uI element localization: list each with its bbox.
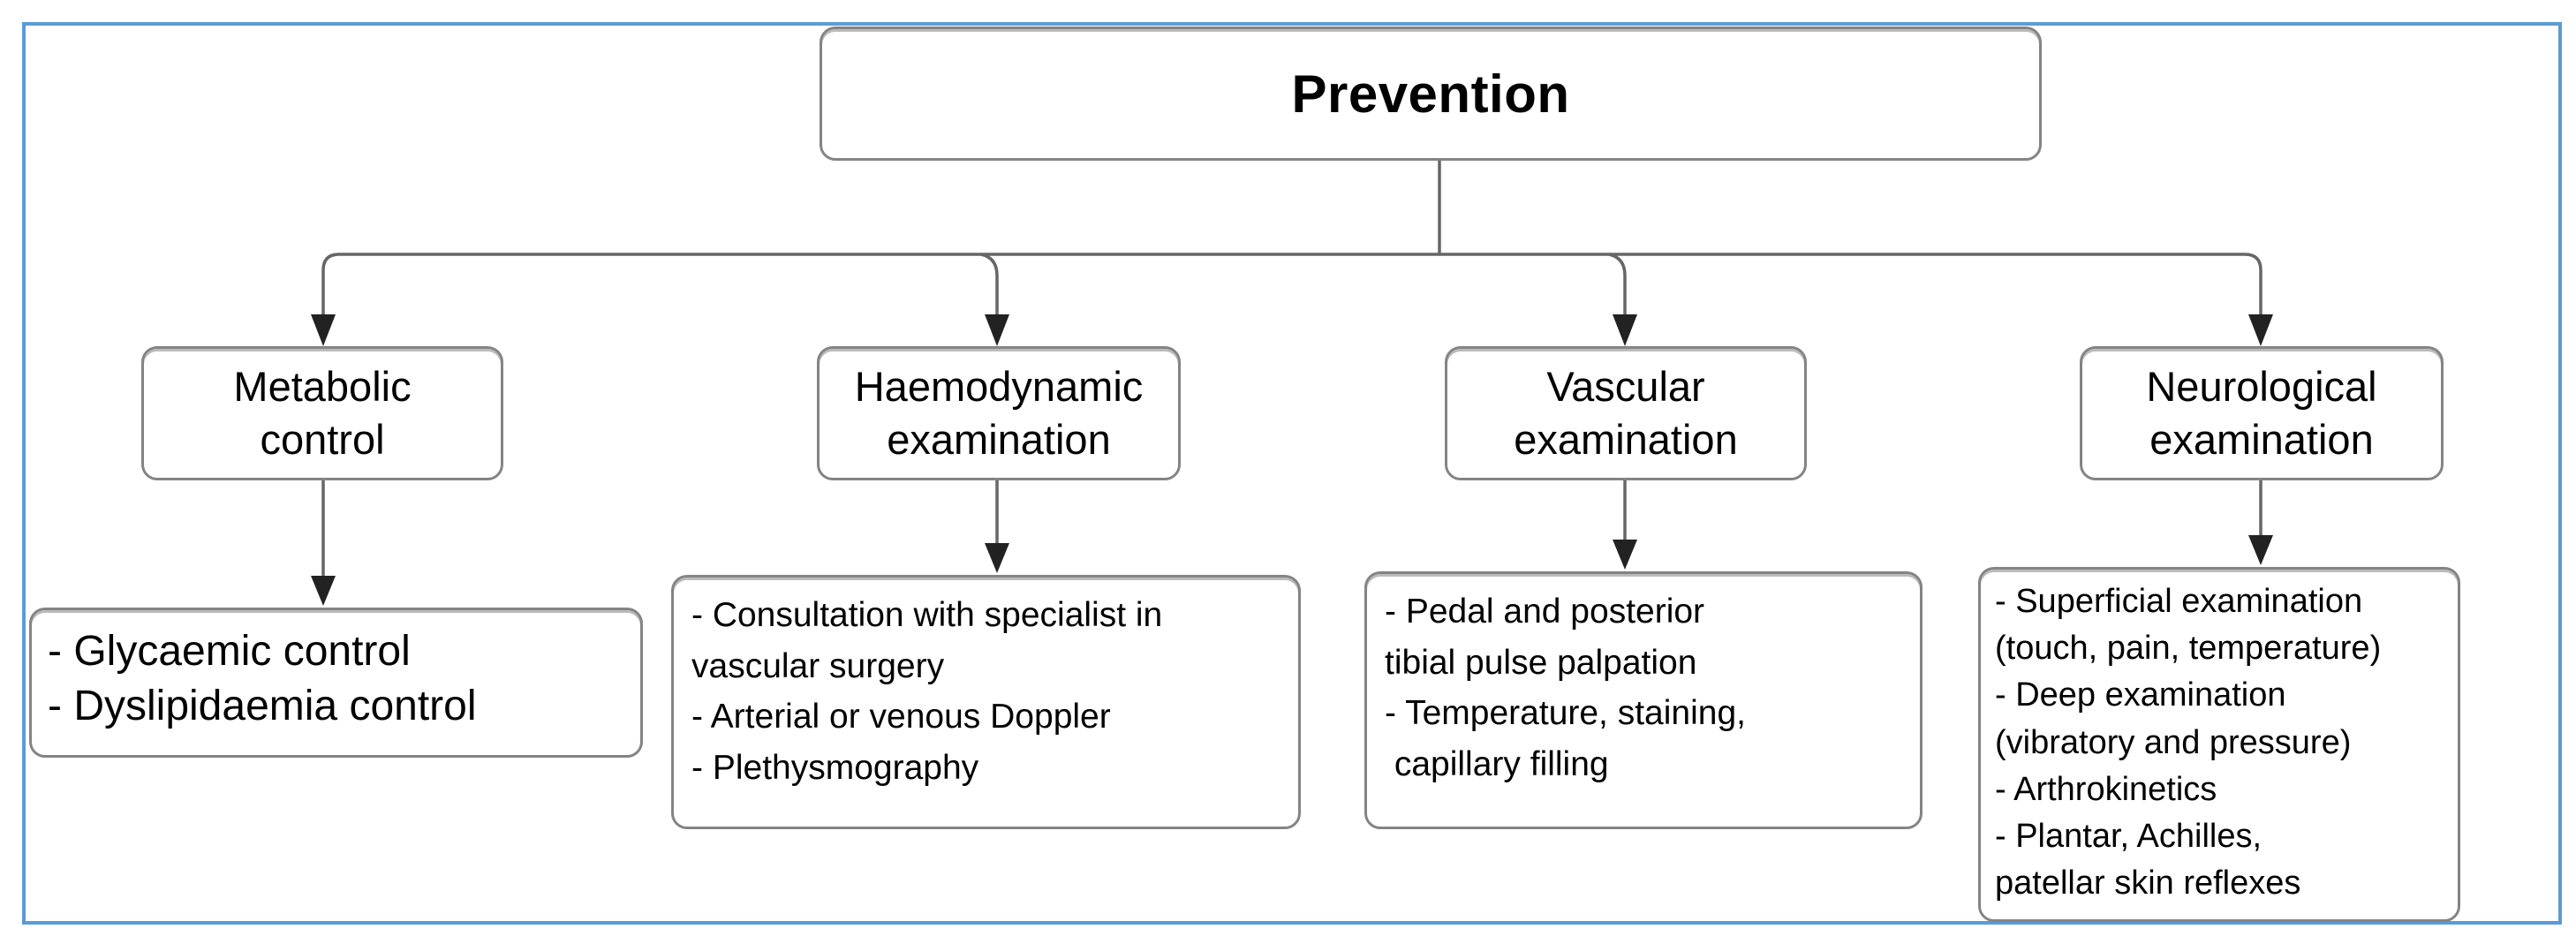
detail-line: - Plethysmography bbox=[691, 749, 979, 788]
detail-line: - Plantar, Achilles, bbox=[1995, 817, 2262, 855]
detail-line: - Deep examination bbox=[1995, 676, 2286, 714]
detail-line: - Glycaemic control bbox=[48, 628, 411, 675]
node-neurological-examination: Neurological examination bbox=[2080, 346, 2444, 480]
node-title-line: Neurological bbox=[2146, 362, 2377, 410]
detail-line: capillary filling bbox=[1385, 745, 1609, 784]
node-vascular-details: - Pedal and posterior tibial pulse palpa… bbox=[1364, 571, 1923, 829]
detail-line: vascular surgery bbox=[691, 646, 945, 685]
node-title-line: Vascular bbox=[1546, 362, 1705, 410]
detail-line: (vibratory and pressure) bbox=[1995, 723, 2352, 761]
node-vascular-examination: Vascular examination bbox=[1445, 346, 1807, 480]
node-prevention: Prevention bbox=[820, 26, 2042, 161]
detail-line: - Consultation with specialist in bbox=[691, 596, 1163, 634]
detail-line: (touch, pain, temperature) bbox=[1995, 630, 2382, 668]
detail-line: - Pedal and posterior bbox=[1385, 593, 1705, 631]
node-haemodynamic-details: - Consultation with specialist in vascul… bbox=[671, 575, 1301, 829]
detail-line: - Temperature, staining, bbox=[1385, 694, 1746, 733]
detail-line: - Superficial examination bbox=[1995, 583, 2363, 620]
detail-line: patellar skin reflexes bbox=[1995, 865, 2301, 902]
node-neurological-details: - Superficial examination (touch, pain, … bbox=[1978, 567, 2460, 922]
node-title-line: Metabolic bbox=[233, 362, 412, 410]
node-title-line: examination bbox=[1514, 416, 1738, 463]
node-metabolic-control: Metabolic control bbox=[141, 346, 503, 480]
node-haemodynamic-examination: Haemodynamic examination bbox=[817, 346, 1181, 480]
detail-line: - Dyslipidaemia control bbox=[48, 683, 477, 730]
node-title-line: examination bbox=[2149, 416, 2374, 463]
node-title-line: control bbox=[260, 416, 385, 463]
detail-line: - Arterial or venous Doppler bbox=[691, 698, 1111, 736]
diagram-frame bbox=[22, 22, 2562, 925]
detail-line: - Arthrokinetics bbox=[1995, 770, 2217, 808]
node-title-line: examination bbox=[887, 416, 1111, 463]
node-metabolic-details: - Glycaemic control - Dyslipidaemia cont… bbox=[29, 608, 643, 758]
node-prevention-label: Prevention bbox=[1291, 64, 1570, 124]
detail-line: tibial pulse palpation bbox=[1385, 643, 1697, 682]
node-title-line: Haemodynamic bbox=[854, 362, 1144, 410]
